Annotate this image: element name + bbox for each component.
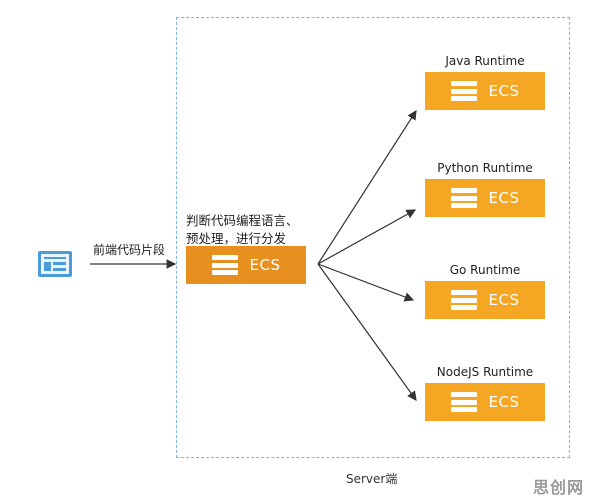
client-icon-block	[44, 262, 51, 271]
watermark: 思创网	[533, 478, 585, 497]
go-ecs-node: ECS	[425, 281, 545, 319]
dispatch-desc-line1: 判断代码编程语言、	[186, 213, 299, 228]
server-icon	[450, 188, 477, 208]
server-icon	[211, 255, 238, 275]
server-boundary	[176, 17, 570, 458]
client-icon-line	[53, 268, 66, 271]
go-ecs-label: ECS	[488, 291, 520, 309]
frontend-code-label: 前端代码片段	[93, 243, 166, 257]
server-icon	[450, 290, 477, 310]
nodejs-ecs-label: ECS	[488, 393, 520, 411]
server-icon	[450, 81, 477, 101]
python-ecs-label: ECS	[488, 189, 520, 207]
java-ecs-node: ECS	[425, 72, 545, 110]
nodejs-ecs-node: ECS	[425, 383, 545, 421]
arrow-to-java	[317, 109, 417, 265]
python-runtime-label: Python Runtime	[437, 161, 533, 175]
java-ecs-label: ECS	[488, 82, 520, 100]
go-runtime-label: Go Runtime	[449, 263, 521, 277]
server-label: Server端	[346, 472, 398, 486]
nodejs-runtime-label: NodeJS Runtime	[436, 365, 534, 379]
client-icon-line	[53, 262, 66, 265]
arrow-to-nodejs	[317, 263, 417, 401]
dispatcher-ecs-label: ECS	[249, 256, 281, 274]
client-icon-bar	[44, 257, 66, 259]
arrow-to-python	[317, 209, 417, 265]
server-icon	[450, 392, 477, 412]
client-app-icon	[38, 251, 72, 277]
arrow-to-go	[317, 263, 415, 302]
python-ecs-node: ECS	[425, 179, 545, 217]
java-runtime-label: Java Runtime	[445, 54, 525, 68]
dispatcher-ecs-node: ECS	[186, 246, 306, 284]
dispatch-desc-line2: 预处理，进行分发	[186, 231, 287, 246]
